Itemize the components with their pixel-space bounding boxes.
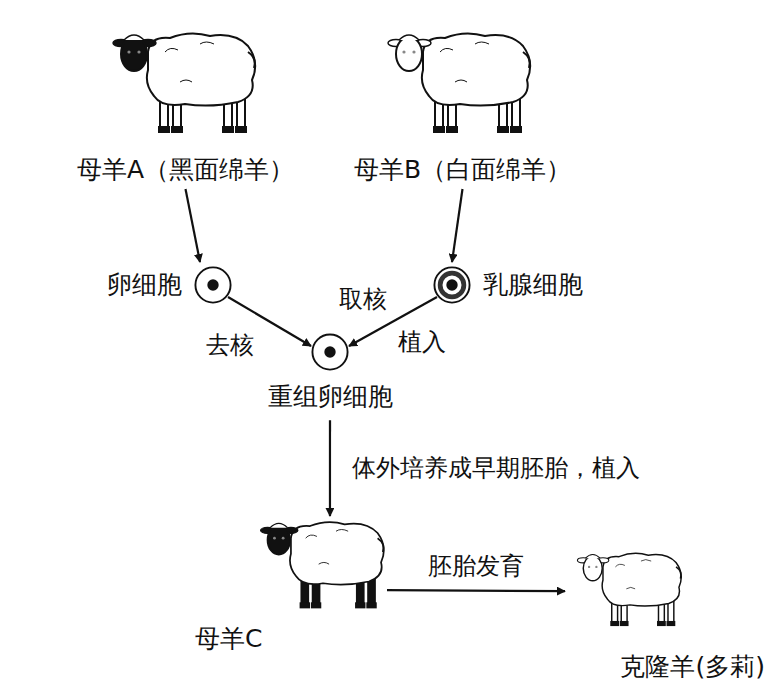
- arrow-label: 去核: [204, 331, 256, 360]
- node-label: 母羊A（黑面绵羊）: [77, 154, 294, 185]
- sheep-node: 母羊A（黑面绵羊）: [58, 20, 313, 185]
- node-label: 重组卵细胞: [268, 381, 393, 412]
- cell-node: 重组卵细胞: [311, 333, 349, 371]
- process-arrow: [186, 189, 201, 262]
- node-label: 卵细胞: [107, 269, 182, 300]
- cell-outline: [311, 333, 349, 371]
- node-label: 乳腺细胞: [483, 269, 583, 300]
- sheep-node: 克隆羊(多莉): [565, 540, 765, 682]
- cell-outline: [433, 266, 471, 304]
- cell-outline: [194, 266, 232, 304]
- sheep-node: 母羊B（白面绵羊）: [335, 20, 590, 185]
- process-arrow: [452, 189, 463, 262]
- node-label: 母羊B（白面绵羊）: [354, 154, 571, 185]
- surrogate-sheep: [261, 522, 384, 609]
- cloned-sheep: [577, 553, 681, 626]
- black-faced-sheep: [113, 33, 255, 134]
- cell-node: 卵细胞: [194, 266, 232, 304]
- process-arrow: [387, 590, 565, 591]
- arrow-label: 取核: [337, 285, 389, 314]
- step-label: 植入: [396, 328, 448, 357]
- node-label: 母羊C: [195, 623, 262, 654]
- arrow-label: 胚胎发育: [426, 552, 526, 581]
- sheep-node: 母羊C: [195, 512, 387, 654]
- process-arrow: [329, 420, 331, 516]
- white-faced-sheep: [388, 33, 530, 134]
- arrow-label: 体外培养成早期胚胎，植入: [350, 454, 642, 483]
- node-label: 克隆羊(多莉): [620, 651, 765, 682]
- cell-node: 乳腺细胞: [433, 266, 471, 304]
